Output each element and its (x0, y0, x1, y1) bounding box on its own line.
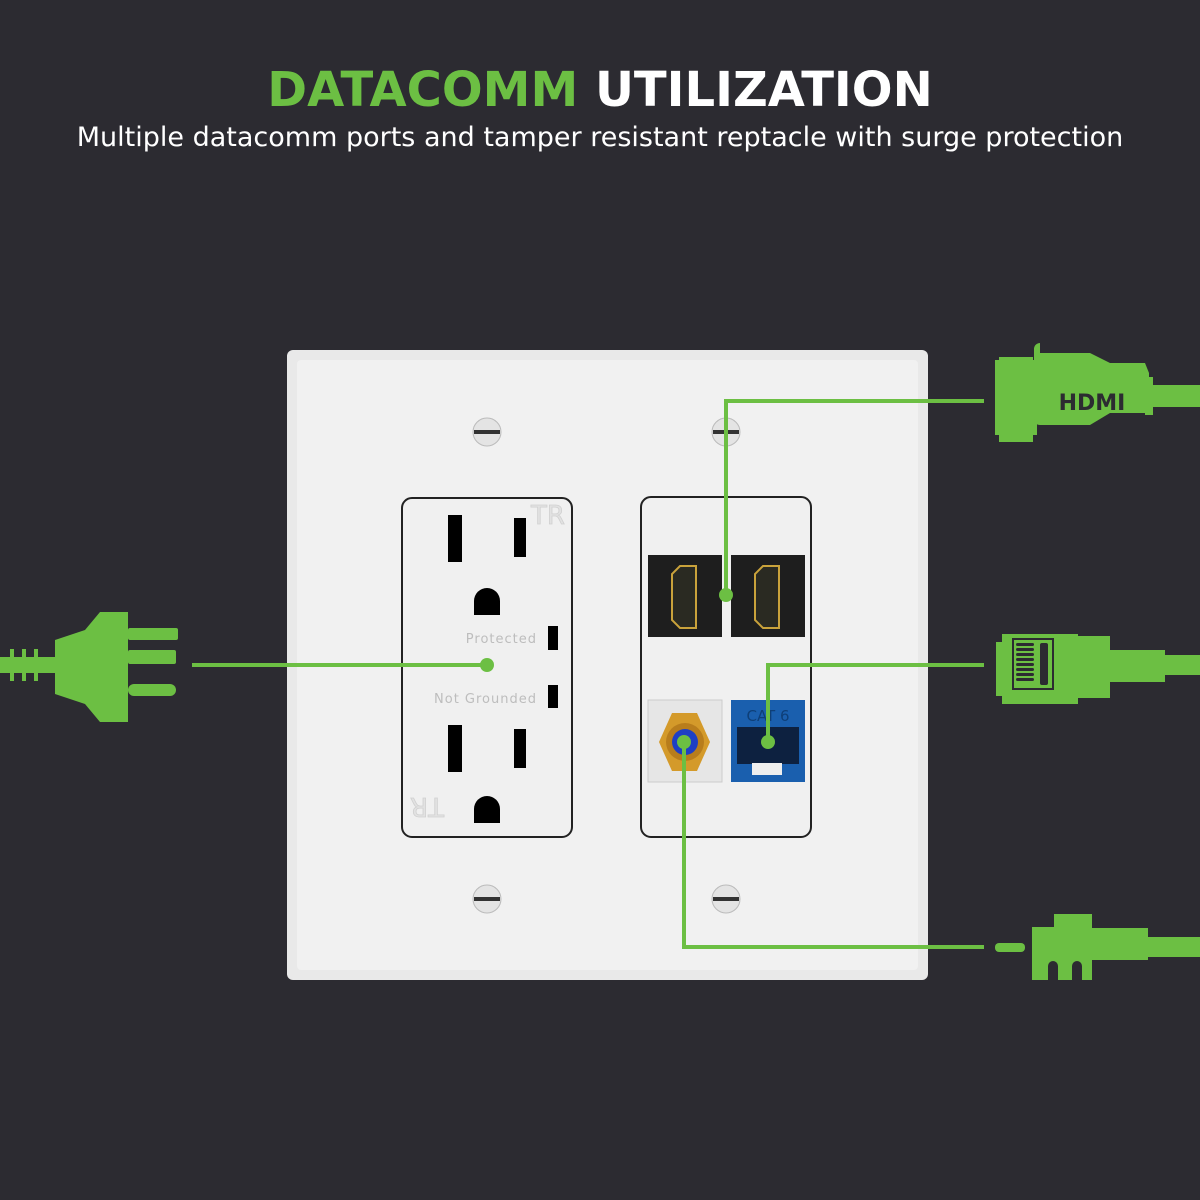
not-grounded-indicator (548, 685, 558, 708)
outlet-slot (514, 518, 526, 557)
page-title: DATACOMM UTILIZATION (0, 62, 1200, 118)
subtitle: Multiple datacomm ports and tamper resis… (76, 122, 1124, 153)
callout-dot (719, 588, 733, 602)
ground-hole (474, 588, 500, 615)
protected-indicator (548, 626, 558, 650)
outlet-slot (448, 725, 462, 772)
title-rest: UTILIZATION (594, 62, 933, 118)
callout-dot (677, 735, 691, 749)
outlet-slot (448, 515, 462, 562)
outlet-slot (514, 729, 526, 768)
coax-plug-icon (995, 914, 1200, 980)
callout-lines (192, 399, 984, 949)
screw-icon (711, 884, 741, 914)
tr-mark: TR (410, 791, 445, 821)
hdmi-port (731, 555, 805, 637)
callout-dot (761, 735, 775, 749)
hdmi-port (648, 555, 722, 637)
rj45-plug-icon (996, 634, 1200, 704)
ground-hole (474, 796, 500, 823)
callout-dot (480, 658, 494, 672)
protected-label: Protected (466, 632, 537, 647)
screw-icon (472, 884, 502, 914)
hdmi-plug-icon: HDMI (995, 343, 1200, 442)
power-plug-icon (0, 612, 178, 722)
hdmi-label: HDMI (1059, 391, 1126, 416)
title-accent: DATACOMM (267, 62, 579, 118)
screw-icon (472, 417, 502, 447)
not-grounded-label: Not Grounded (434, 692, 537, 707)
tr-mark: TR (530, 501, 565, 531)
